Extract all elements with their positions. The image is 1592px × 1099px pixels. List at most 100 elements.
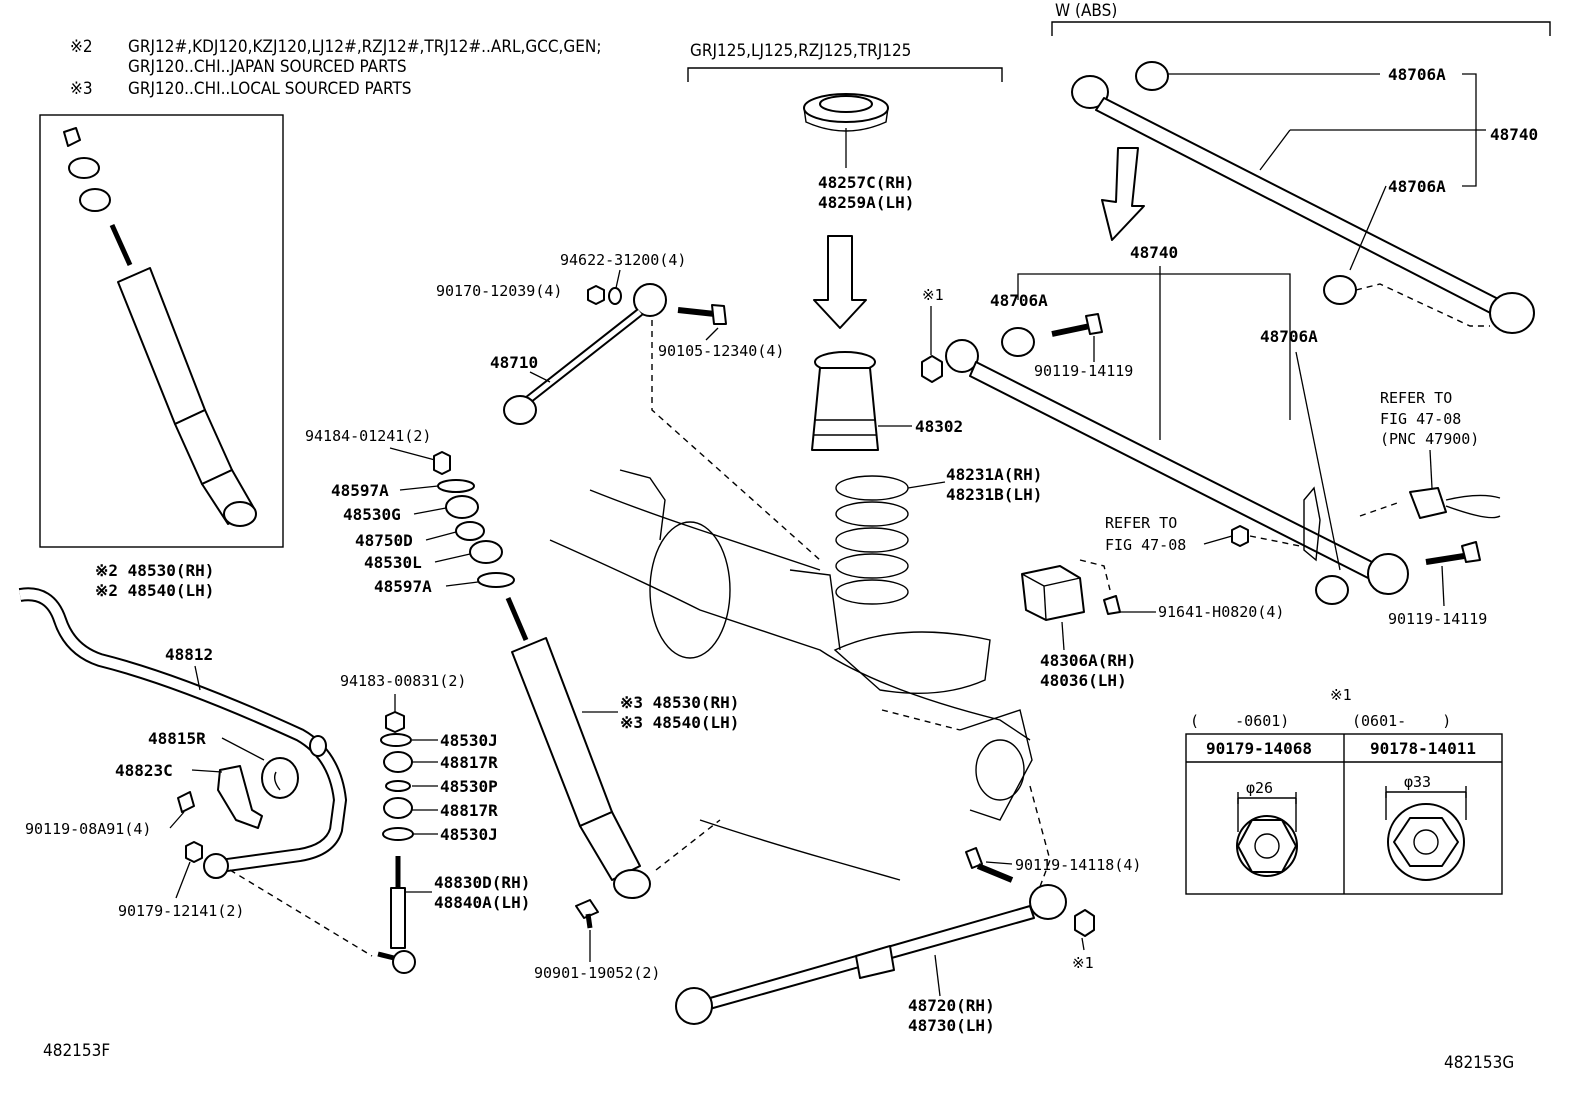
dash-refer2 (1249, 535, 1301, 547)
label-48710: 48710 (490, 353, 538, 372)
label-48597a-1: 48597A (331, 481, 389, 500)
nut-spec-table (1185, 733, 1503, 895)
label-48812: 48812 (165, 645, 213, 664)
label-90170: 90170-12039(4) (436, 282, 562, 300)
table-col2-dim: φ33 (1404, 773, 1431, 791)
dash-upper-abs (1355, 283, 1490, 327)
dash-lower-arm (1029, 785, 1051, 901)
label-48830d: 48830D(RH) (434, 873, 530, 892)
bump-stopper (811, 351, 879, 451)
bushing-48817r-2 (383, 797, 413, 819)
label-48817r-1: 48817R (440, 753, 498, 772)
refer2-line1: REFER TO (1105, 514, 1177, 532)
label-48530l: 48530L (364, 553, 422, 572)
cushion-48750d (455, 521, 485, 541)
label-48597a-2: 48597A (374, 577, 432, 596)
note2-line1: GRJ12#,KDJ120,KZJ120,LJ12#,RZJ12#,TRJ12#… (128, 37, 602, 57)
label-48740-mid: 48740 (1130, 243, 1178, 262)
shock-inset-box (39, 114, 284, 548)
refer1-line3: (PNC 47900) (1380, 430, 1479, 448)
label-star1-b: ※1 (1072, 954, 1094, 972)
label-48530p: 48530P (440, 777, 498, 796)
shock-absorber-inset (63, 127, 257, 527)
shock-absorber-main (505, 597, 651, 899)
label-90119-14119-a: 90119-14119 (1034, 362, 1133, 380)
stabilizer-end-eye (203, 853, 229, 879)
nut-94184 (433, 451, 451, 475)
washer-48597a-2 (477, 572, 515, 588)
bushing-48817r-1 (383, 751, 413, 773)
label-94622: 94622-31200(4) (560, 251, 686, 269)
bolt-90105 (677, 304, 727, 325)
stabilizer-link (377, 856, 416, 974)
label-48302: 48302 (915, 417, 963, 436)
label-48530-rh-mid: ※3 48530(RH) (620, 693, 739, 712)
nut-refer2 (1231, 525, 1249, 547)
label-48706a-3: 48706A (990, 291, 1048, 310)
refer1-line2: FIG 47-08 (1380, 410, 1461, 428)
bolt-90119-14118 (965, 847, 1014, 883)
group-grj125-label: GRJ125,LJ125,RZJ125,TRJ125 (690, 41, 911, 61)
label-48036: 48036(LH) (1040, 671, 1127, 690)
nut-90170 (587, 285, 605, 305)
group-wabs-bracket (1051, 21, 1551, 36)
stabilizer-bracket (217, 765, 263, 829)
dash-shock-to-axle (655, 819, 721, 871)
bolt-90119-08a91 (177, 791, 195, 813)
dash-stab-link (229, 869, 373, 957)
group-grj125-bracket (687, 67, 1003, 82)
label-48530j-1: 48530J (440, 731, 498, 750)
table-title: ※1 (1330, 686, 1352, 704)
washer-48530j-1 (380, 733, 412, 747)
label-48530-rh-top: ※2 48530(RH) (95, 561, 214, 580)
bolt-90119-14119-b (1425, 541, 1481, 565)
bushing-48706a-2 (1323, 275, 1357, 305)
label-90901: 90901-19052(2) (534, 964, 660, 982)
label-48257c: 48257C(RH) (818, 173, 914, 192)
label-48706a-4: 48706A (1260, 327, 1318, 346)
label-48706a-1: 48706A (1388, 65, 1446, 84)
spring-upper-seat (803, 93, 889, 132)
group-wabs-label: W (ABS) (1055, 1, 1117, 21)
nut-94183 (385, 711, 405, 733)
label-48231a: 48231A(RH) (946, 465, 1042, 484)
rear-axle-housing (549, 469, 1033, 881)
label-90119-08a91: 90119-08A91(4) (25, 820, 151, 838)
nut-star1-b (1074, 909, 1095, 937)
label-48817r-2: 48817R (440, 801, 498, 820)
axle-bracket-right (1303, 486, 1321, 562)
spring-bracket (1021, 565, 1085, 621)
table-col2-part: 90178-14011 (1370, 739, 1476, 758)
lower-control-arm (675, 884, 1067, 1025)
nut-33-icon (1385, 786, 1467, 881)
nut-star1-a (921, 355, 943, 383)
coil-spring (835, 475, 909, 605)
label-48706a-2: 48706A (1388, 177, 1446, 196)
washer-94622 (608, 287, 622, 305)
label-90119-14118: 90119-14118(4) (1015, 856, 1141, 874)
assembly-arrow-center (813, 235, 867, 329)
table-col1-dim: φ26 (1246, 779, 1273, 797)
stabilizer-bushing (261, 757, 299, 799)
label-48540-lh-mid: ※3 48540(LH) (620, 713, 739, 732)
washer-48597a-1 (437, 479, 475, 493)
table-col2-range: (0601- ) (1352, 712, 1451, 730)
figure-code-left: 482153F (43, 1041, 110, 1061)
note2-line2: GRJ120..CHI..JAPAN SOURCED PARTS (128, 57, 407, 77)
table-col1-part: 90179-14068 (1206, 739, 1312, 758)
lateral-rod (503, 283, 667, 425)
label-48530g: 48530G (343, 505, 401, 524)
stabilizer-bar (18, 587, 348, 873)
label-48840a: 48840A(LH) (434, 893, 530, 912)
bolt-91641 (1103, 595, 1121, 615)
label-48740-top: 48740 (1490, 125, 1538, 144)
note2-mark: ※2 (70, 37, 93, 57)
label-48231b: 48231B(LH) (946, 485, 1042, 504)
label-90179-12141: 90179-12141(2) (118, 902, 244, 920)
nut-90179-12141 (185, 841, 203, 863)
label-star1-a: ※1 (922, 286, 944, 304)
assembly-arrow-right (1101, 147, 1145, 241)
label-48730: 48730(LH) (908, 1016, 995, 1035)
dash-bracket (1079, 559, 1111, 591)
